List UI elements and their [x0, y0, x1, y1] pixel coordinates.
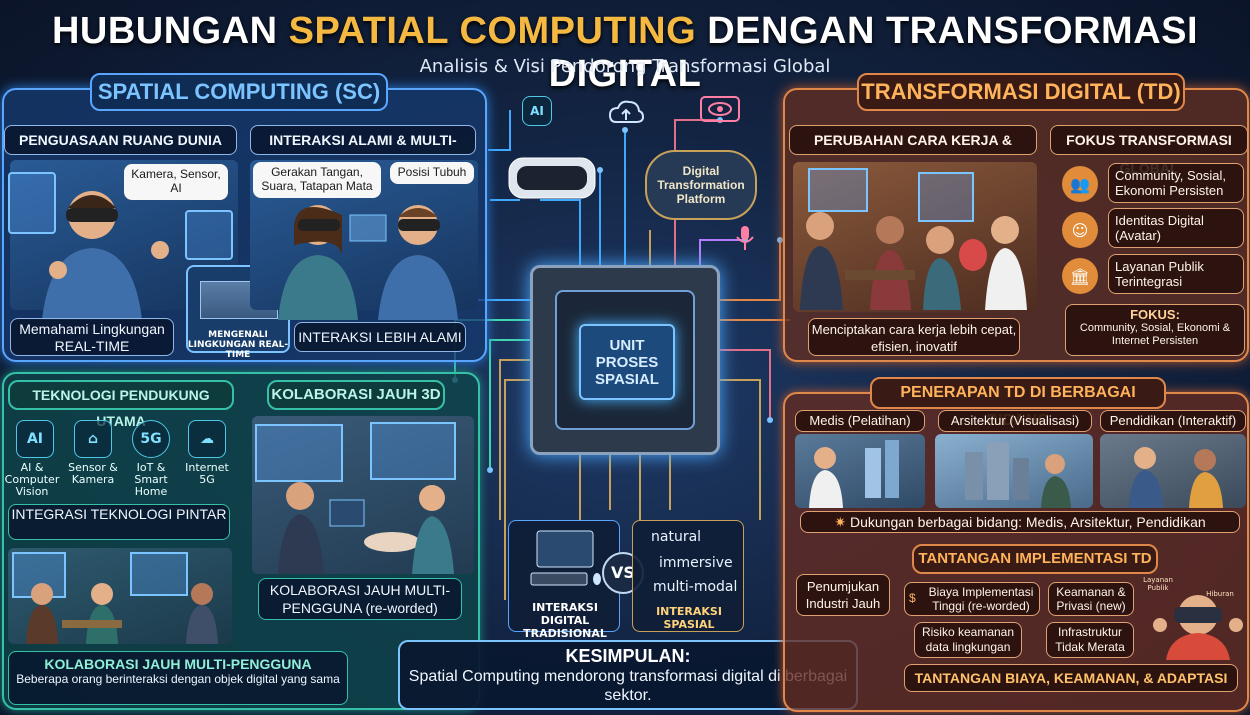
page-subtitle: Analisis & Visi Pendorong Transformasi G… [419, 56, 831, 77]
challenge-footer: TANTANGAN BIAYA, KEAMANAN, & ADAPTASI [904, 664, 1238, 692]
workplace-people-icon [800, 212, 1027, 310]
focus-summary-title: FOKUS: [1130, 307, 1180, 322]
support-text: Dukungan berbagai bidang: Medis, Arsitek… [849, 514, 1206, 530]
collab-people-icon [26, 583, 218, 644]
computer-monitor-icon [530, 530, 601, 586]
conclusion-body: Spatial Computing mendorong transformasi… [408, 668, 848, 704]
td-screen-left [808, 168, 868, 212]
building-icon: 🏛 [1062, 258, 1098, 294]
traditional-interaction-box: INTERAKSI DIGITAL TRADISIONAL [508, 520, 620, 640]
conclusion-box: KESIMPULAN: Spatial Computing mendorong … [398, 640, 858, 710]
hologram-chart-panel [185, 210, 233, 260]
td-atom-hologram [918, 172, 974, 222]
video-wall-right [130, 552, 188, 596]
focus-item-2: 🏛 [1062, 258, 1098, 294]
tech-label-3: Internet 5G [185, 461, 229, 486]
microphone-icon [736, 226, 754, 250]
collab-summary-sub: Beberapa orang berinteraksi dengan objek… [16, 672, 340, 686]
field-arsitektur: Arsitektur (Visualisasi) [938, 410, 1092, 432]
tiny-label-public: Layanan Publik [1143, 576, 1173, 592]
challenge-2: Keamanan & Privasi (new) [1048, 582, 1134, 616]
sc-left-title: PENGUASAAN RUANG DUNIA NYATA [4, 125, 237, 176]
tech-item-3: ☁ [188, 420, 226, 458]
field-pendidikan: Pendidikan (Interaktif) [1100, 410, 1246, 432]
focus-summary-box: FOKUS: Community, Sosial, Ekonomi & Inte… [1065, 304, 1245, 356]
tiny-label-hiburan: Hiburan [1206, 590, 1234, 598]
sc-right-bubble1: Gerakan Tangan, Suara, Tatapan Mata [253, 162, 381, 198]
challenge-3: Risiko keamanan data lingkungan [914, 622, 1022, 658]
support-box: ✷ Dukungan berbagai bidang: Medis, Arsit… [800, 511, 1240, 533]
spatial-interaction-box: natural immersive multi-modal INTERAKSI … [632, 520, 744, 632]
support-icon: ✷ [834, 514, 850, 530]
td-header: TRANSFORMASI DIGITAL (TD) [857, 73, 1185, 111]
ai-icon: AI [16, 420, 54, 458]
collab3d-video-right [370, 422, 456, 480]
ai-chip-icon: AI [522, 96, 552, 126]
td-left-caption: Menciptakan cara kerja lebih cepat, efis… [808, 318, 1020, 356]
collab3d-header: KOLABORASI JAUH 3D [267, 380, 445, 410]
field-medis: Medis (Pelatihan) [795, 410, 925, 432]
vr-headset-icon [508, 157, 596, 199]
challenge-header: TANTANGAN IMPLEMENTASI TD [912, 544, 1158, 574]
collab-summary-title: KOLABORASI JAUH MULTI-PENGGUNA [44, 656, 312, 672]
sc-right-title: INTERAKSI ALAMI & MULTI-MODAL [250, 125, 476, 176]
inset-caption: MENGENALI LINGKUNGAN REAL-TIME [187, 330, 289, 360]
applications-header: PENERAPAN TD DI BERBAGAI BIDANG [870, 377, 1166, 429]
sc-left-caption: Memahami Lingkungan REAL-TIME [10, 318, 174, 356]
challenge-1: $ Biaya Implementasi Tinggi (re-worded) [904, 582, 1040, 616]
tech-label-0: AI & Computer Vision [4, 461, 60, 498]
person-with-headset-icon [42, 191, 169, 320]
trait-immersive: immersive [659, 555, 733, 571]
collab3d-people-icon [278, 482, 454, 574]
integration-box: INTEGRASI TEKNOLOGI PINTAR [8, 504, 230, 540]
tech-label-2: IoT & Smart Home [134, 461, 168, 498]
tech-item-0: AI [16, 420, 54, 458]
tech-label-1: Sensor & Kamera [68, 461, 118, 486]
hologram-hand-panel [8, 172, 56, 234]
digital-platform-cloud: Digital Transformation Platform [645, 150, 757, 220]
sc-left-bubble: Kamera, Sensor, AI [124, 164, 228, 200]
sc-header: SPATIAL COMPUTING (SC) [90, 73, 388, 111]
focus-label-0: Community, Sosial, Ekonomi Persisten [1108, 163, 1244, 203]
conclusion-title: KESIMPULAN: [565, 646, 691, 666]
cloud-icon: ☁ [188, 420, 226, 458]
sensor-icon: ⌂ [74, 420, 112, 458]
money-icon: $ [909, 591, 916, 605]
collab3d-video-left [255, 424, 343, 482]
challenge-0: Penumjukan Industri Jauh [796, 574, 890, 616]
eye-tracking-icon [700, 96, 740, 122]
sc-right-caption: INTERAKSI LEBIH ALAMI [294, 322, 466, 352]
field-illustrations [809, 440, 1223, 508]
focus-summary-body: Community, Sosial, Ekonomi & Internet Pe… [1079, 322, 1231, 347]
focus-label-1: Identitas Digital (Avatar) [1108, 208, 1244, 248]
people-icon: 👥 [1062, 166, 1098, 202]
cloud-upload-icon [608, 100, 644, 123]
focus-item-0: 👥 [1062, 166, 1098, 202]
challenge-4: Infrastruktur Tidak Merata [1046, 622, 1134, 658]
page-title: HUBUNGAN SPATIAL COMPUTING DENGAN TRANSF… [51, 10, 1199, 95]
trait-natural: natural [651, 529, 702, 545]
trait-multimodal: multi-modal [653, 579, 738, 595]
td-left-title: PERUBAHAN CARA KERJA & LAYANAN [789, 125, 1037, 176]
pendidikan-scene [1100, 434, 1246, 508]
two-people-headset-icon [278, 205, 458, 320]
tech-item-2: 5G [132, 420, 170, 458]
focus-label-2: Layanan Publik Terintegrasi [1108, 254, 1244, 294]
spatial-processing-chip: UNIT PROSES SPASIAL [530, 265, 720, 455]
identity-icon: ☺ [1062, 212, 1098, 248]
tech-item-1: ⌂ [74, 420, 112, 458]
collab3d-caption: KOLABORASI JAUH MULTI-PENGGUNA (re-worde… [258, 578, 462, 620]
spatial-label: INTERAKSI SPASIAL [656, 605, 722, 631]
sc-right-bubble2: Posisi Tubuh [390, 162, 474, 184]
td-right-title: FOKUS TRANSFORMASI GLOBAL [1050, 125, 1248, 176]
traditional-label: INTERAKSI DIGITAL TRADISIONAL [523, 601, 607, 640]
5g-icon: 5G [132, 420, 170, 458]
collab-summary-box: KOLABORASI JAUH MULTI-PENGGUNA Beberapa … [8, 651, 348, 705]
challenge-1-text: Biaya Implementasi Tinggi (re-worded) [928, 585, 1034, 613]
tech-header: TEKNOLOGI PENDUKUNG UTAMA [8, 380, 234, 429]
chip-core-label: UNIT PROSES SPASIAL [579, 324, 675, 400]
focus-item-1: ☺ [1062, 212, 1098, 248]
vr-user-icon [1153, 595, 1243, 660]
